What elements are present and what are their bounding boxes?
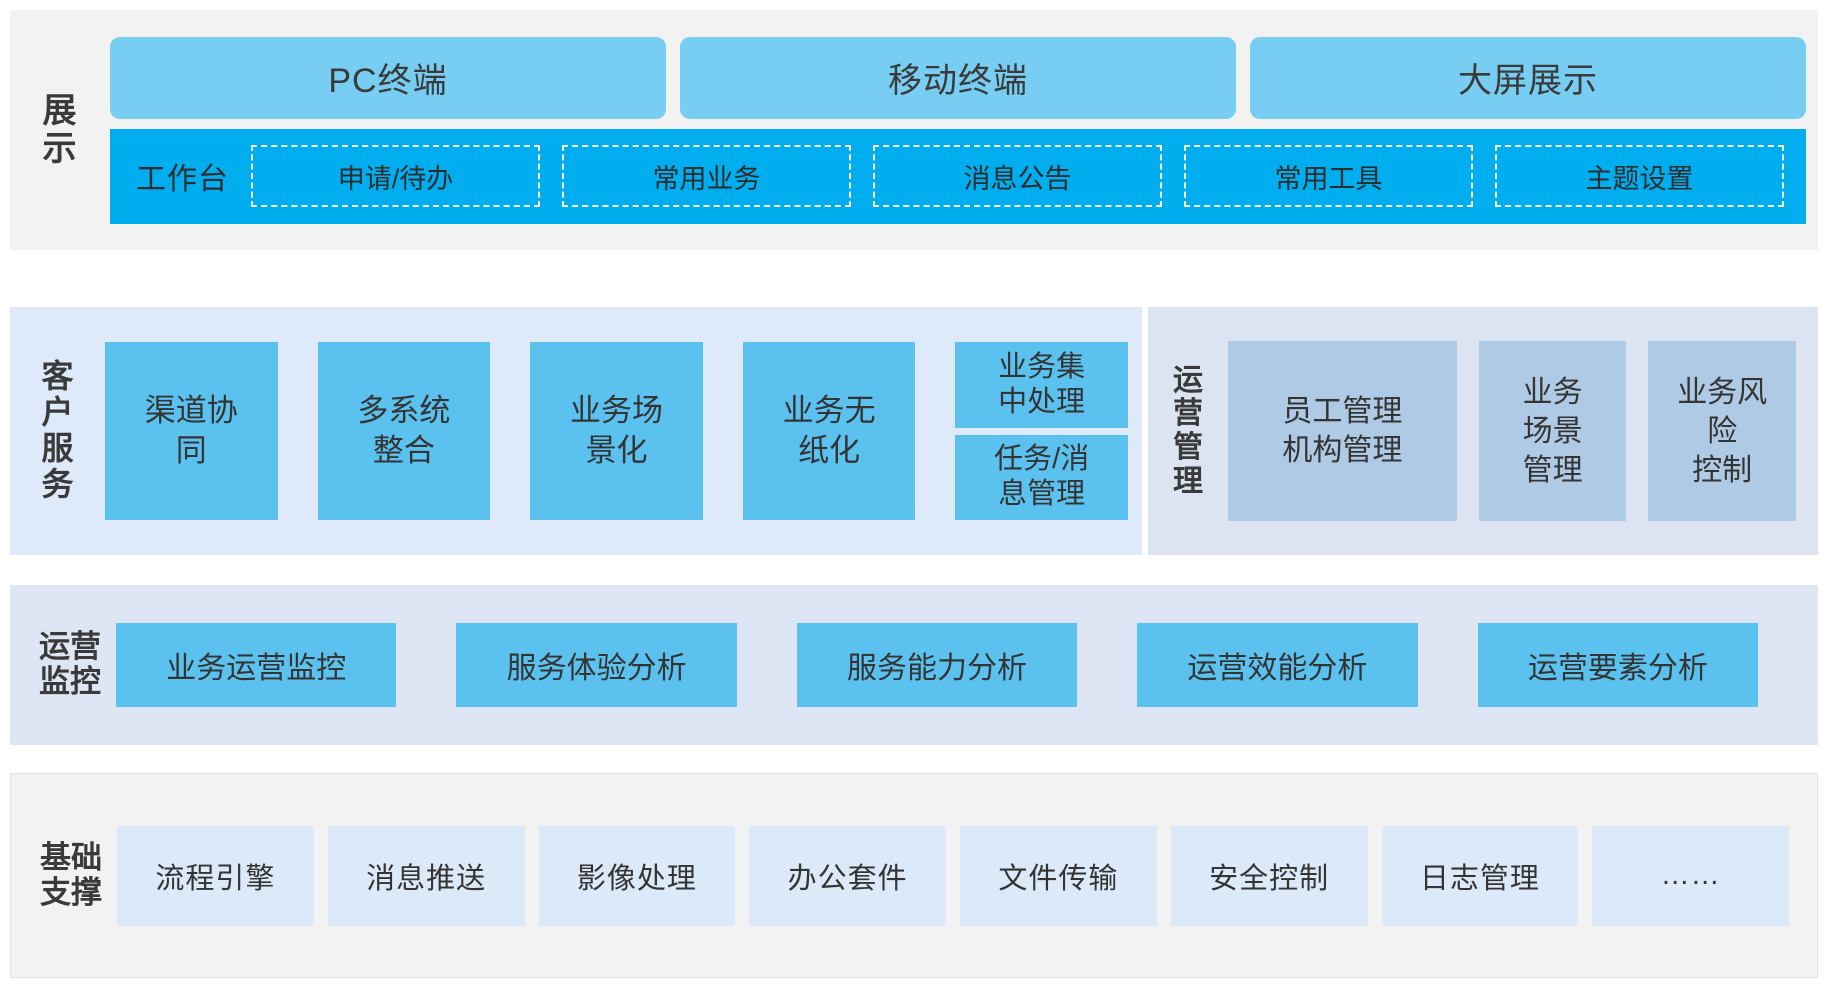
service-box-stack: 业务集 中处理 任务/消 息管理	[955, 342, 1128, 520]
foundation-support-label: 基础 支撑	[40, 839, 102, 910]
operations-monitoring-panel: 运营 监控 业务运营监控 服务体验分析 服务能力分析 运营效能分析 运营要素分析	[10, 585, 1818, 745]
service-box-task-message-management[interactable]: 任务/消 息管理	[955, 434, 1128, 520]
presentation-layer-panel: 展 示 PC终端 移动终端 大屏展示 工作台 申请/待办 常用业务 消息公告 常…	[10, 10, 1818, 250]
monitor-box-operation-efficiency-analysis[interactable]: 运营效能分析	[1137, 623, 1418, 707]
workbench-item-common-business[interactable]: 常用业务	[562, 145, 851, 207]
foundation-box-more[interactable]: ……	[1592, 825, 1789, 926]
workbench-item-common-tools[interactable]: 常用工具	[1184, 145, 1473, 207]
customer-service-panel: 客 户 服 务 渠道协 同 多系统 整合 业务场 景化 业务无 纸化 业务集 中…	[10, 307, 1142, 555]
foundation-box-image-processing[interactable]: 影像处理	[538, 825, 736, 926]
terminal-box-pc[interactable]: PC终端	[110, 36, 666, 119]
foundation-box-file-transfer[interactable]: 文件传输	[960, 825, 1157, 926]
workbench-item-theme-settings[interactable]: 主题设置	[1495, 145, 1784, 207]
service-box-business-scenario[interactable]: 业务场 景化	[530, 342, 703, 520]
foundation-box-process-engine[interactable]: 流程引擎	[117, 825, 314, 926]
workbench-title: 工作台	[136, 163, 229, 196]
service-box-paperless-business[interactable]: 业务无 纸化	[742, 342, 916, 520]
monitor-box-service-capability-analysis[interactable]: 服务能力分析	[796, 623, 1078, 707]
operations-monitoring-content: 业务运营监控 服务体验分析 服务能力分析 运营效能分析 运营要素分析	[116, 585, 1818, 745]
customer-service-label: 客 户 服 务	[41, 358, 74, 502]
workbench-items: 申请/待办 常用业务 消息公告 常用工具 主题设置	[251, 145, 1784, 207]
ops-box-business-risk-control[interactable]: 业务风 险 控制	[1648, 341, 1796, 521]
monitor-box-business-operation-monitoring[interactable]: 业务运营监控	[116, 623, 397, 707]
presentation-layer-label: 展 示	[42, 91, 78, 168]
workbench-item-apply-todo[interactable]: 申请/待办	[251, 145, 540, 207]
monitor-box-operation-element-analysis[interactable]: 运营要素分析	[1477, 623, 1759, 707]
foundation-support-content: 流程引擎 消息推送 影像处理 办公套件 文件传输 安全控制 日志管理 ……	[117, 774, 1817, 977]
terminal-box-mobile[interactable]: 移动终端	[680, 36, 1236, 119]
terminal-row: PC终端 移动终端 大屏展示	[110, 36, 1806, 119]
foundation-box-message-push[interactable]: 消息推送	[327, 825, 525, 926]
operations-management-content: 员工管理 机构管理 业务 场景 管理 业务风 险 控制	[1228, 307, 1818, 555]
ops-box-business-scenario-management[interactable]: 业务 场景 管理	[1478, 341, 1627, 521]
foundation-support-panel: 基础 支撑 流程引擎 消息推送 影像处理 办公套件 文件传输 安全控制 日志管理…	[10, 773, 1818, 978]
service-box-channel-collaboration[interactable]: 渠道协 同	[105, 342, 278, 520]
customer-service-content: 渠道协 同 多系统 整合 业务场 景化 业务无 纸化 业务集 中处理 任务/消 …	[105, 307, 1142, 555]
service-box-centralized-processing[interactable]: 业务集 中处理	[955, 342, 1128, 428]
workbench-item-message-notice[interactable]: 消息公告	[873, 145, 1162, 207]
workbench-bar: 工作台 申请/待办 常用业务 消息公告 常用工具 主题设置	[110, 128, 1806, 224]
operations-monitoring-label: 运营 监控	[39, 629, 101, 699]
service-box-multi-system-integration[interactable]: 多系统 整合	[317, 342, 491, 520]
monitor-box-service-experience-analysis[interactable]: 服务体验分析	[456, 623, 737, 707]
foundation-box-security-control[interactable]: 安全控制	[1170, 825, 1368, 926]
terminal-box-bigscreen[interactable]: 大屏展示	[1250, 36, 1806, 119]
ops-box-staff-org-management[interactable]: 员工管理 机构管理	[1228, 341, 1457, 521]
foundation-box-log-management[interactable]: 日志管理	[1381, 825, 1579, 926]
presentation-layer-content: PC终端 移动终端 大屏展示 工作台 申请/待办 常用业务 消息公告 常用工具 …	[110, 10, 1818, 250]
foundation-box-office-suite[interactable]: 办公套件	[749, 825, 946, 926]
operations-management-label: 运 营 管 理	[1173, 363, 1203, 498]
operations-management-panel: 运 营 管 理 员工管理 机构管理 业务 场景 管理 业务风 险 控制	[1148, 307, 1818, 555]
